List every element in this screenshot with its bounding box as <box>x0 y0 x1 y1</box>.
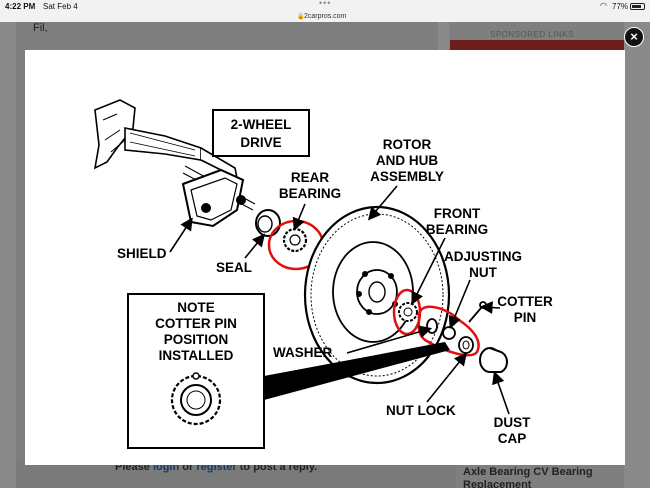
label-dust-2: CAP <box>498 431 527 446</box>
cotter-pin-part <box>468 301 487 323</box>
title-line-2: DRIVE <box>240 135 281 150</box>
shield-part <box>181 168 246 228</box>
rotor-hub-part <box>303 205 451 385</box>
nut-lock-inset <box>170 372 222 426</box>
battery-icon <box>630 3 645 10</box>
seal-part <box>255 209 281 237</box>
url-text[interactable]: 2carpros.com <box>304 13 347 20</box>
label-front-2: BEARING <box>426 222 488 237</box>
label-rear-2: BEARING <box>279 186 341 201</box>
dust-cap-part <box>479 347 508 373</box>
sponsored-label: SPONSORED LINKS <box>490 30 574 39</box>
label-rotor-1: ROTOR <box>383 137 432 152</box>
label-seal: SEAL <box>216 260 252 275</box>
multitask-dots-icon[interactable]: ••• <box>319 0 332 8</box>
washer-part <box>426 318 438 334</box>
note-line-3: POSITION <box>164 332 229 347</box>
status-date: Sat Feb 4 <box>43 2 78 11</box>
wifi-icon: ◠ <box>600 1 607 10</box>
label-rotor-2: AND HUB <box>376 153 438 168</box>
label-rotor-3: ASSEMBLY <box>370 169 444 184</box>
close-lightbox-button[interactable]: × <box>624 27 644 47</box>
inset-projection <box>264 342 450 400</box>
reply-or: or <box>182 461 194 473</box>
related-article-title[interactable]: Axle Bearing CV Bearing Replacement <box>463 466 593 488</box>
background-text: Fil, <box>33 22 48 34</box>
label-cotter-2: PIN <box>514 310 537 325</box>
status-time: 4:22 PM <box>5 2 36 11</box>
adjusting-nut-part <box>442 326 456 340</box>
hub-assembly-diagram: 2-WHEEL DRIVE NOTE COTTER PIN POSITION I… <box>93 99 553 449</box>
label-shield: SHIELD <box>117 246 167 261</box>
title-box <box>212 109 310 157</box>
status-bar: 4:22 PM Sat Feb 4 ••• ◠ 77% <box>0 0 650 13</box>
image-lightbox: 2-WHEEL DRIVE NOTE COTTER PIN POSITION I… <box>25 50 625 465</box>
label-adjusting-1: ADJUSTING <box>444 249 522 264</box>
label-dust-1: DUST <box>494 415 532 430</box>
spindle-drawing <box>93 99 256 211</box>
label-rear-1: REAR <box>291 170 330 185</box>
leader-lines <box>169 185 510 415</box>
label-adjusting-2: NUT <box>469 265 497 280</box>
note-line-4: INSTALLED <box>159 348 234 363</box>
label-front-1: FRONT <box>434 206 481 221</box>
url-bar[interactable]: 🔒 2carpros.com <box>0 13 650 22</box>
battery-percent: 77% <box>612 2 629 11</box>
label-cotter-1: COTTER <box>497 294 553 309</box>
note-line-2: COTTER PIN <box>155 316 237 331</box>
label-nut-lock: NUT LOCK <box>386 403 456 418</box>
lock-icon: 🔒 <box>297 14 305 20</box>
title-line-1: 2-WHEEL <box>231 117 292 132</box>
note-line-1: NOTE <box>177 300 215 315</box>
label-washer: WASHER <box>273 345 333 360</box>
